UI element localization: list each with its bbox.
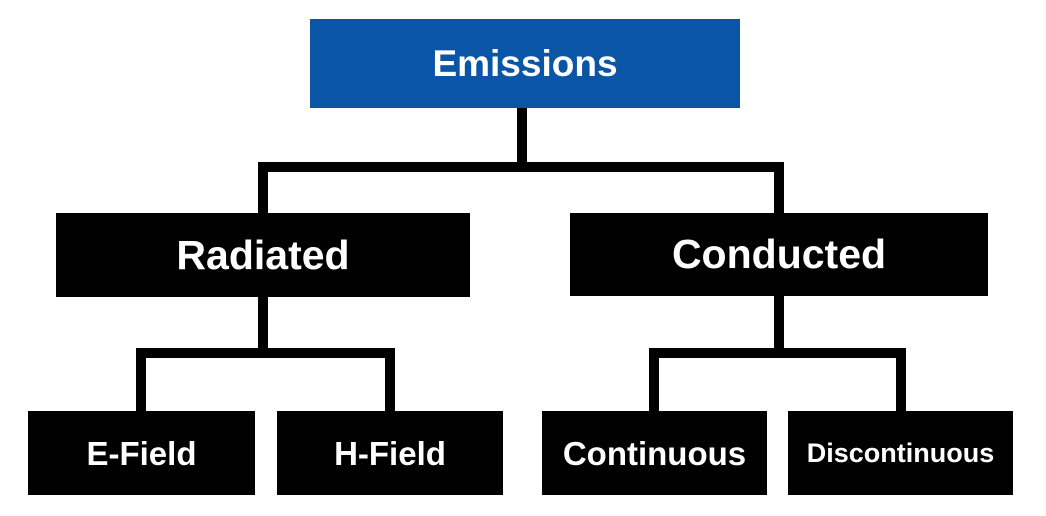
connector-level1-bar xyxy=(258,162,784,172)
connector-efield-drop xyxy=(136,358,146,411)
node-e-field: E-Field xyxy=(28,411,255,495)
node-conducted: Conducted xyxy=(570,213,988,296)
connector-conducted-drop xyxy=(774,172,784,213)
connector-hfield-drop xyxy=(385,358,395,411)
connector-discontinuous-drop xyxy=(896,358,906,411)
connector-conducted-bar xyxy=(649,348,906,358)
node-continuous: Continuous xyxy=(542,411,767,495)
connector-radiated-drop xyxy=(258,172,268,213)
node-discontinuous: Discontinuous xyxy=(788,411,1013,495)
node-radiated: Radiated xyxy=(56,213,470,297)
node-emissions: Emissions xyxy=(310,19,740,108)
connector-continuous-drop xyxy=(649,358,659,411)
node-h-field: H-Field xyxy=(277,411,503,495)
connector-root-stem xyxy=(517,108,527,162)
connector-conducted-stem xyxy=(774,296,784,348)
connector-radiated-stem xyxy=(258,297,268,348)
connector-radiated-bar xyxy=(136,348,395,358)
